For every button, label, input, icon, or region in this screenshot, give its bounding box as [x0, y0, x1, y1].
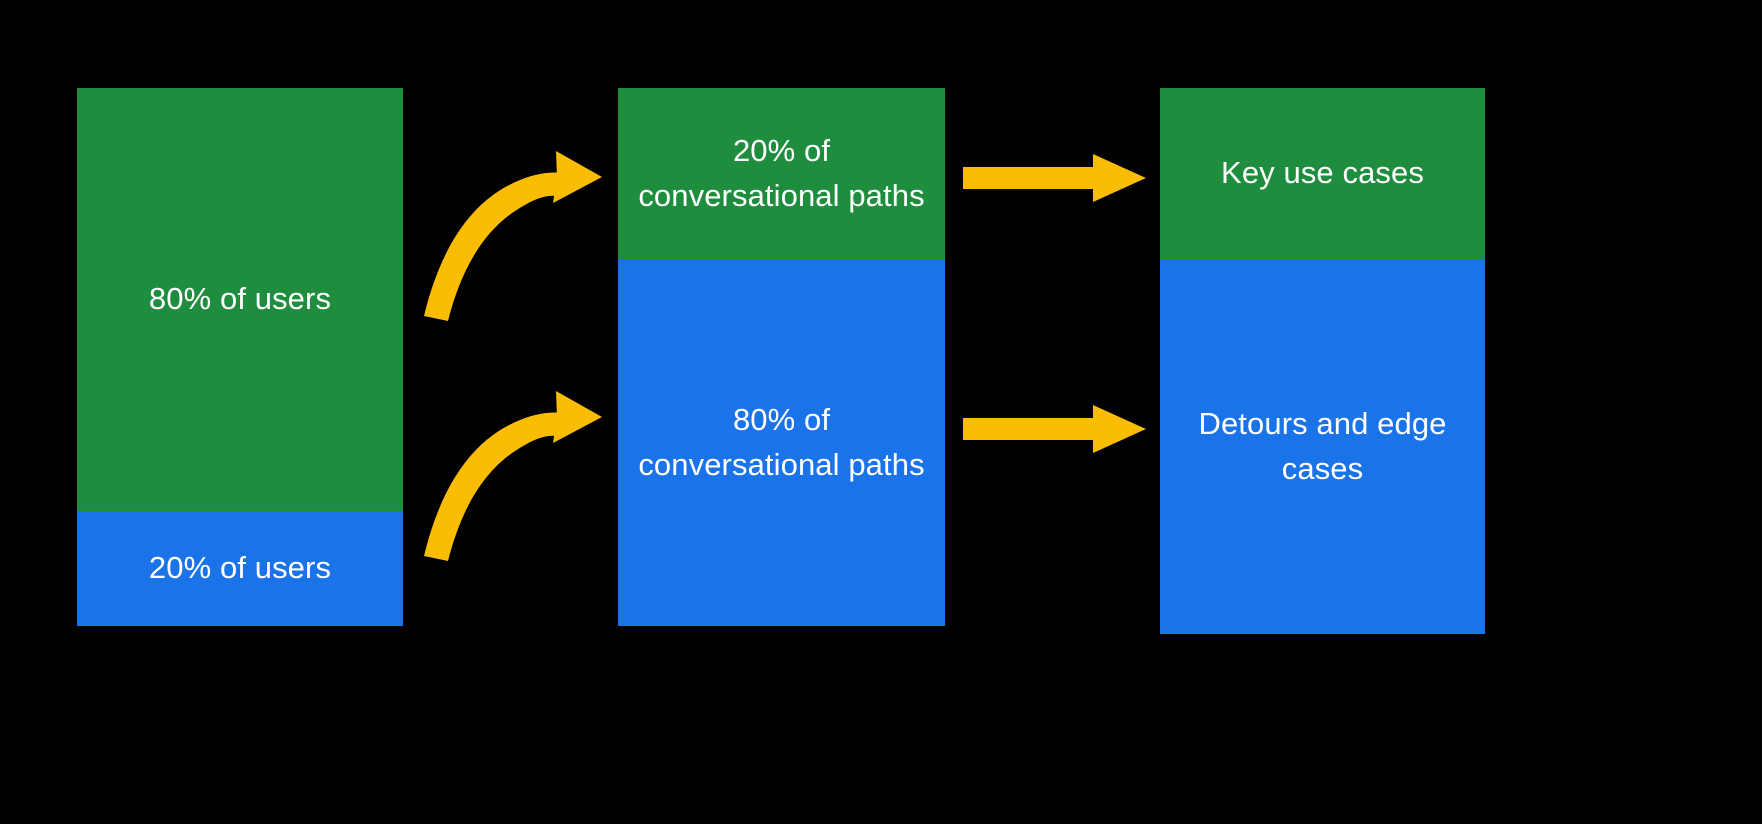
segment-detours-edge-cases: Detours and edge cases: [1160, 259, 1485, 634]
column-conversational-paths: 20% of conversational paths 80% of conve…: [618, 88, 945, 626]
curved-arrow-users80-to-paths20: [424, 151, 602, 321]
segment-users-80: 80% of users: [77, 88, 403, 511]
curved-arrow-users20-to-paths80: [424, 391, 602, 561]
segment-detours-edge-cases-label: Detours and edge cases: [1198, 406, 1447, 486]
segment-users-80-label: 80% of users: [148, 281, 332, 317]
segment-paths-20-label: 20% of conversational paths: [638, 133, 925, 213]
segment-users-20: 20% of users: [77, 511, 403, 626]
segment-paths-20: 20% of conversational paths: [618, 88, 945, 259]
segment-users-20-label: 20% of users: [148, 550, 332, 586]
segment-paths-80: 80% of conversational paths: [618, 259, 945, 626]
straight-arrow-paths20-to-key-use-cases: [963, 154, 1146, 202]
segment-key-use-cases: Key use cases: [1160, 88, 1485, 259]
column-users: 80% of users 20% of users: [77, 88, 403, 626]
segment-paths-80-label: 80% of conversational paths: [638, 402, 925, 482]
column-outcomes: Key use cases Detours and edge cases: [1160, 88, 1485, 634]
segment-key-use-cases-label: Key use cases: [1221, 155, 1424, 191]
straight-arrow-paths80-to-detours: [963, 405, 1146, 453]
